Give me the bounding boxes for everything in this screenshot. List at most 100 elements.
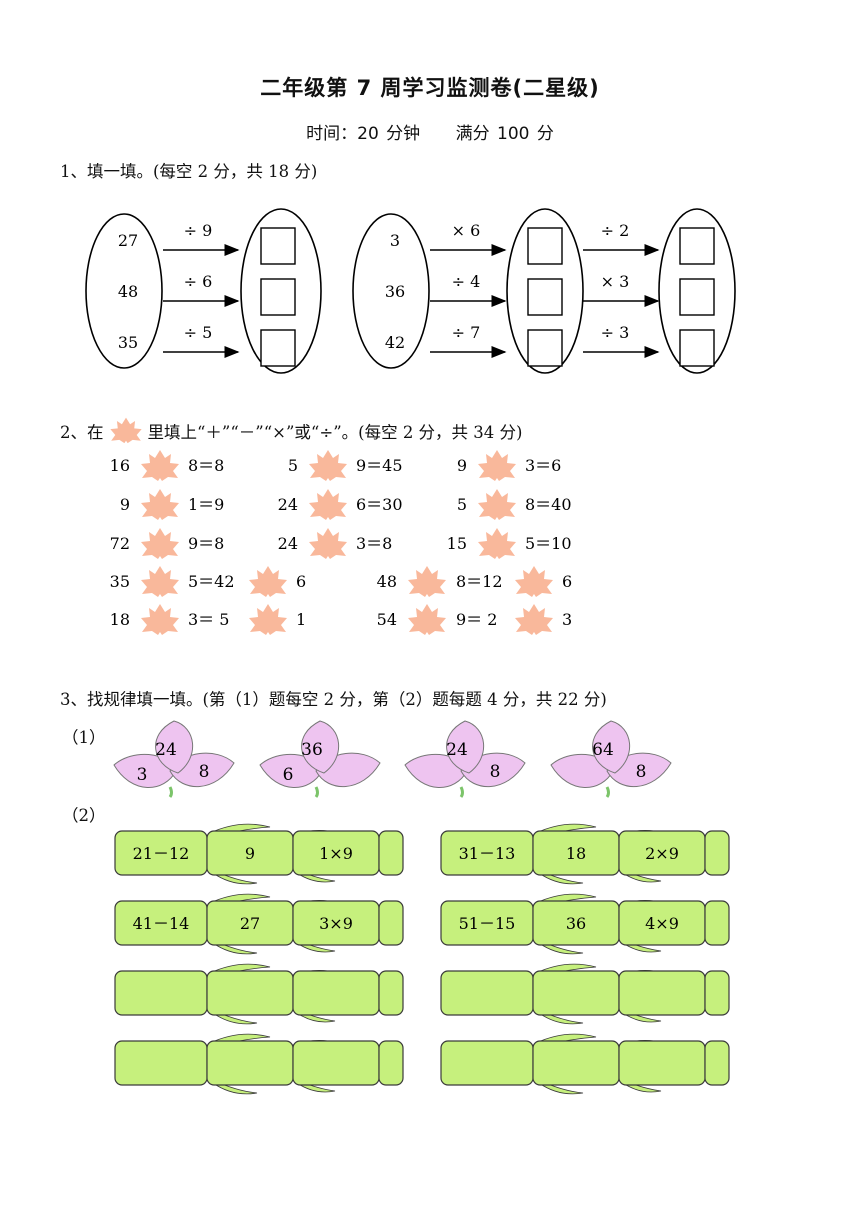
input-ellipse-right — [352, 213, 430, 369]
input-number: 48 — [118, 282, 138, 301]
bamboo-segment[interactable] — [292, 970, 380, 1016]
input-number: 35 — [118, 333, 138, 352]
expression: 5＝10 — [525, 534, 572, 553]
input-number: 36 — [385, 282, 405, 301]
leaf-icon[interactable] — [141, 450, 179, 481]
answer-box[interactable] — [260, 227, 296, 265]
petal-top — [446, 720, 485, 774]
operation-label: ÷ 7 — [452, 323, 481, 342]
leaf-icon[interactable] — [309, 450, 347, 481]
flower-top-number: 64 — [592, 740, 614, 760]
answer-box[interactable] — [527, 329, 563, 367]
bamboo-stalk — [114, 963, 404, 1025]
bamboo-segment — [704, 1040, 730, 1086]
flower: 648 — [550, 720, 672, 798]
number: 1 — [296, 610, 306, 629]
operation-label: × 6 — [452, 221, 481, 240]
exam-info: 时间：20 分钟 满分 100 分 — [0, 119, 860, 144]
middle-ellipse-right — [506, 208, 584, 374]
number: 6 — [562, 572, 572, 591]
expression: 9＝8 — [188, 534, 224, 553]
number: 5 — [457, 495, 467, 514]
number: 35 — [110, 572, 130, 591]
bamboo-cell-text: 9 — [245, 844, 255, 863]
exam-score: 满分 100 分 — [455, 124, 554, 144]
leaf-icon — [104, 416, 148, 444]
answer-box[interactable] — [679, 278, 715, 316]
answer-box[interactable] — [679, 227, 715, 265]
leaf-icon[interactable] — [515, 604, 553, 635]
leaf-icon[interactable] — [249, 604, 287, 635]
expression: 3＝ 5 — [188, 610, 229, 629]
bamboo-cell-text: 2×9 — [645, 844, 679, 863]
output-ellipse-left — [240, 208, 322, 374]
flower-top-number: 36 — [301, 740, 323, 760]
input-number: 3 — [390, 231, 400, 250]
question-1-diagram: 27÷ 948÷ 635÷ 5 3× 6÷ 236÷ 4× 342÷ 7÷ 3 — [85, 208, 736, 374]
bamboo-segment[interactable] — [114, 970, 208, 1016]
petal-top — [155, 720, 194, 774]
operation-label: ÷ 5 — [184, 323, 213, 342]
operation-label: ÷ 4 — [452, 272, 481, 291]
leaf-icon[interactable] — [141, 489, 179, 520]
leaf-icon[interactable] — [478, 489, 516, 520]
operation-label: × 3 — [601, 272, 630, 291]
bamboo-cell-text: 21－12 — [133, 844, 190, 863]
question-1-label: 1、填一填。(每空 2 分，共 18 分) — [60, 162, 318, 181]
answer-box[interactable] — [527, 227, 563, 265]
answer-box[interactable] — [260, 278, 296, 316]
bamboo-segment[interactable] — [618, 970, 706, 1016]
bamboo-segment[interactable] — [292, 1040, 380, 1086]
leaf-icon[interactable] — [309, 528, 347, 559]
bamboo-stalk — [440, 1033, 730, 1095]
flower-right-number: 8 — [199, 762, 210, 782]
bamboo-segment — [378, 970, 404, 1016]
leaf-icon[interactable] — [141, 566, 179, 597]
answer-box[interactable] — [679, 329, 715, 367]
answer-box[interactable] — [260, 329, 296, 367]
bamboo-cell-text: 51－15 — [459, 914, 516, 933]
bamboo-segment — [704, 970, 730, 1016]
bamboo-segment[interactable] — [532, 1040, 620, 1086]
bamboo-segment[interactable] — [114, 1040, 208, 1086]
answer-box[interactable] — [527, 278, 563, 316]
leaf-icon[interactable] — [478, 450, 516, 481]
bamboo-stalk — [114, 1033, 404, 1095]
bamboo-segment[interactable] — [532, 970, 620, 1016]
flower: 366 — [259, 720, 381, 798]
operation-label: ÷ 2 — [601, 221, 630, 240]
leaf-icon[interactable] — [408, 604, 446, 635]
bamboo-segment[interactable] — [440, 970, 534, 1016]
bamboo-cell-text: 3×9 — [319, 914, 353, 933]
leaf-icon[interactable] — [309, 489, 347, 520]
bamboo-segment[interactable] — [206, 970, 294, 1016]
bamboo-cell-text: 27 — [240, 914, 260, 933]
expression: 5＝42 — [188, 572, 235, 591]
number: 24 — [278, 495, 298, 514]
number: 54 — [377, 610, 397, 629]
leaf-icon[interactable] — [515, 566, 553, 597]
operation-label: ÷ 6 — [184, 272, 213, 291]
bamboo-segment[interactable] — [440, 1040, 534, 1086]
question-2-label-post: 里填上“＋”“－”“×”或“÷”。(每空 2 分，共 34 分) — [147, 423, 523, 442]
expression: 1＝9 — [188, 495, 224, 514]
expression: 3＝6 — [525, 456, 561, 475]
input-ellipse-left — [85, 213, 163, 369]
leaf-icon[interactable] — [141, 604, 179, 635]
question-2-label-pre: 2、在 — [60, 423, 104, 442]
leaf-icon[interactable] — [141, 528, 179, 559]
bamboo-segment[interactable] — [618, 1040, 706, 1086]
leaf-icon[interactable] — [478, 528, 516, 559]
number: 16 — [110, 456, 130, 475]
number: 5 — [288, 456, 298, 475]
leaf-icon[interactable] — [408, 566, 446, 597]
leaf-icon[interactable] — [249, 566, 287, 597]
bamboo-segment[interactable] — [206, 1040, 294, 1086]
bamboo-cell-text: 41－14 — [133, 914, 190, 933]
